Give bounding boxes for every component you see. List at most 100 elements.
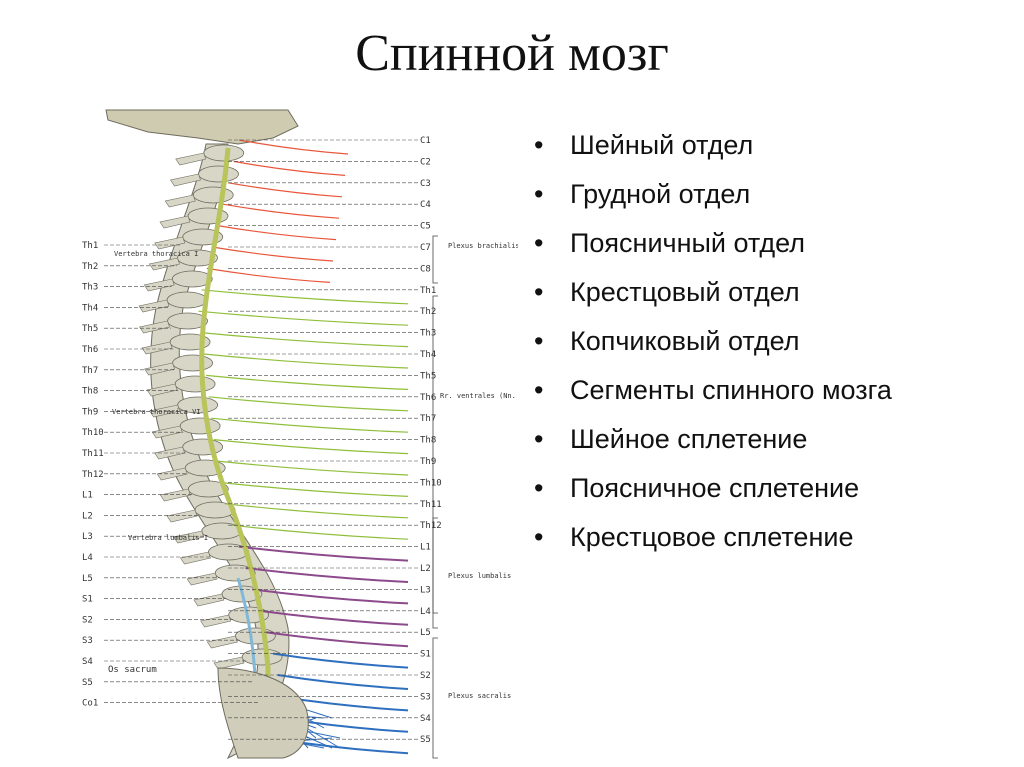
right-segment-label: S2 xyxy=(420,671,431,681)
slide-title: Спинной мозг xyxy=(355,25,669,82)
left-segment-label: Th3 xyxy=(82,283,98,293)
right-segment-label: C3 xyxy=(420,179,431,189)
bullet-icon: • xyxy=(534,277,544,307)
bullet-icon: • xyxy=(534,473,544,503)
diagram-annotation: Plexus brachialis xyxy=(448,242,518,250)
diagram-annotation: Plexus sacralis xyxy=(448,692,511,700)
bullet-icon: • xyxy=(534,179,544,209)
left-segment-label: Th6 xyxy=(82,345,98,355)
nerve-branch xyxy=(208,396,409,412)
left-segment-label: Th2 xyxy=(82,262,98,272)
nerves-group xyxy=(198,139,409,755)
nerve-branch xyxy=(228,182,343,198)
bullet-icon: • xyxy=(534,375,544,405)
bullet-text: Грудной отдел xyxy=(570,179,751,209)
nerve-branch xyxy=(272,652,409,669)
diagram-annotation: Plexus lumbalis xyxy=(448,572,511,580)
os-sacrum-shape xyxy=(217,667,309,759)
spinous-process xyxy=(149,404,181,418)
spinous-process xyxy=(141,341,173,355)
spinous-process xyxy=(170,173,201,187)
spinous-process xyxy=(164,194,196,208)
left-segment-labels: Th1Th2Th3Th4Th5Th6Th7Th8Th9Th10Th11Th12L… xyxy=(82,241,260,709)
nerve-branch xyxy=(216,460,409,476)
diagram-annotation: Vertebra thoracica I xyxy=(114,250,198,258)
spinous-process xyxy=(138,299,170,313)
spinous-process xyxy=(173,530,205,544)
nerve-branch xyxy=(217,225,337,241)
bullet-text: Шейный отдел xyxy=(570,130,754,160)
right-segment-label: Th3 xyxy=(420,329,436,339)
nerve-branch xyxy=(218,481,409,497)
right-segment-label: S5 xyxy=(420,735,431,745)
left-segment-label: S3 xyxy=(82,636,93,646)
left-segment-label: Th5 xyxy=(82,324,98,334)
nerve-branch xyxy=(206,374,409,390)
skull-base xyxy=(105,109,299,145)
plexus-bracket xyxy=(432,637,438,759)
nerve-branch xyxy=(233,160,346,176)
right-segment-label: Th9 xyxy=(420,457,436,467)
left-segment-label: Co1 xyxy=(82,699,98,709)
right-segment-label: L1 xyxy=(420,543,431,553)
right-segment-label: Th4 xyxy=(420,350,436,360)
right-segment-label: Th5 xyxy=(420,371,436,381)
nerve-branch xyxy=(200,332,409,348)
right-segment-label: C4 xyxy=(420,200,431,210)
vertebra xyxy=(179,417,221,435)
right-segment-label: L2 xyxy=(420,564,431,574)
vertebra xyxy=(182,438,224,456)
left-segment-label: Th12 xyxy=(82,470,104,480)
left-segment-label: S1 xyxy=(82,595,93,605)
right-segment-label: Th2 xyxy=(420,307,436,317)
bullet-item: •Шейное сплетение xyxy=(530,419,1000,459)
bullet-item: •Копчиковый отдел xyxy=(530,321,1000,361)
right-segment-label: C8 xyxy=(420,264,431,274)
nerve-branch xyxy=(224,503,409,519)
spinous-process xyxy=(154,446,186,460)
right-segment-labels: C1C2C3C4C5C7C8Th1Th2Th3Th4Th5Th6Th7Th8Th… xyxy=(228,136,442,745)
right-segment-label: S3 xyxy=(420,692,431,702)
left-segment-label: L3 xyxy=(82,532,93,542)
diagram-annotation: Vertebra thoracica VI xyxy=(112,408,201,416)
spinal-cord-illustration: Th1Th2Th3Th4Th5Th6Th7Th8Th9Th10Th11Th12L… xyxy=(82,109,518,760)
right-segment-label: S4 xyxy=(420,714,431,724)
left-segment-label: Th11 xyxy=(82,449,104,459)
right-segment-label: C1 xyxy=(420,136,431,146)
nerve-branch xyxy=(245,567,409,583)
spinous-process xyxy=(144,362,175,376)
left-segment-label: S5 xyxy=(82,678,93,688)
plexus-brackets xyxy=(432,235,438,759)
right-segment-label: L4 xyxy=(420,607,431,617)
bullet-text: Крестцовый отдел xyxy=(570,277,800,307)
right-segment-label: C2 xyxy=(420,157,431,167)
bullet-item: •Крестцовое сплетение xyxy=(530,517,1000,557)
left-segment-label: S4 xyxy=(82,657,93,667)
spinous-process xyxy=(206,635,238,649)
nerve-branch xyxy=(203,353,409,369)
bullet-item: • Крестцовый отдел xyxy=(530,272,1000,312)
left-segment-label: Th9 xyxy=(82,407,98,417)
bullet-icon: • xyxy=(534,424,544,454)
nerve-branch xyxy=(198,310,409,326)
diagram-annotation: Vertebra lumbalis I xyxy=(128,534,208,542)
vertebra xyxy=(192,186,234,204)
spinous-process xyxy=(146,383,178,397)
nerve-branch xyxy=(252,588,409,605)
right-segment-label: Th6 xyxy=(420,393,436,403)
plexus-bracket xyxy=(432,235,438,284)
right-segment-label: Th7 xyxy=(420,414,436,424)
annotations-group: Vertebra thoracica I Vertebra thoracica V… xyxy=(108,242,518,700)
right-segment-label: S1 xyxy=(420,650,431,660)
right-segment-label: L5 xyxy=(420,628,431,638)
right-segment-label: Th12 xyxy=(420,521,442,531)
right-segment-label: Th1 xyxy=(420,286,436,296)
bullet-item: •Сегменты спинного мозга xyxy=(530,370,1000,410)
spinous-process xyxy=(179,551,211,565)
left-segment-label: Th10 xyxy=(82,428,104,438)
bullet-item: •Шейный отдел xyxy=(530,125,1000,165)
left-segment-label: L4 xyxy=(82,553,93,563)
nerve-branch xyxy=(238,545,409,562)
spinous-process xyxy=(166,509,198,523)
